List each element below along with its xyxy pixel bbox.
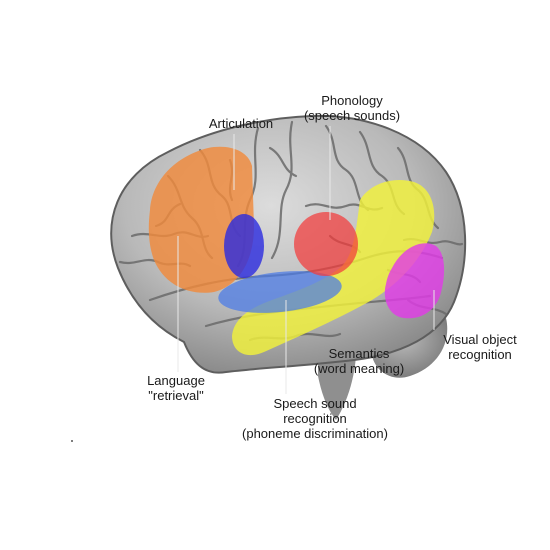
label-articulation-line-1: Articulation: [208, 116, 274, 131]
region-phonology: [294, 212, 358, 276]
label-visual-line-2: recognition: [448, 347, 512, 362]
label-speech-line-3: (phoneme discrimination): [242, 426, 388, 441]
label-visual-object-recognition: Visual object recognition: [426, 332, 534, 362]
brainstem: [318, 351, 356, 420]
label-phonology-line-2: (speech sounds): [303, 108, 401, 123]
label-semantics-line-1: Semantics: [328, 346, 390, 361]
functional-regions: [148, 146, 445, 356]
region-language-retrieval: [224, 214, 264, 278]
region-visual-object-recognition: [384, 243, 445, 319]
label-phonology-line-1: Phonology: [321, 93, 383, 108]
stray-dot: [71, 440, 73, 442]
label-semantics-line-2: (word meaning): [313, 361, 405, 376]
label-speech-line-1: Speech sound: [273, 396, 357, 411]
label-speech-sound-recognition: Speech sound recognition (phoneme discri…: [236, 396, 394, 441]
label-language-line-1: Language: [147, 373, 205, 388]
region-speech-sound-recognition: [218, 271, 342, 313]
label-language-retrieval: Language "retrieval": [130, 373, 222, 403]
label-language-line-2: "retrieval": [148, 388, 204, 403]
label-phonology: Phonology (speech sounds): [288, 93, 416, 123]
leader-lines: [177, 126, 435, 394]
label-speech-line-2: recognition: [283, 411, 347, 426]
label-semantics: Semantics (word meaning): [300, 346, 418, 376]
label-articulation: Articulation: [196, 116, 286, 131]
label-visual-line-1: Visual object: [443, 332, 517, 347]
